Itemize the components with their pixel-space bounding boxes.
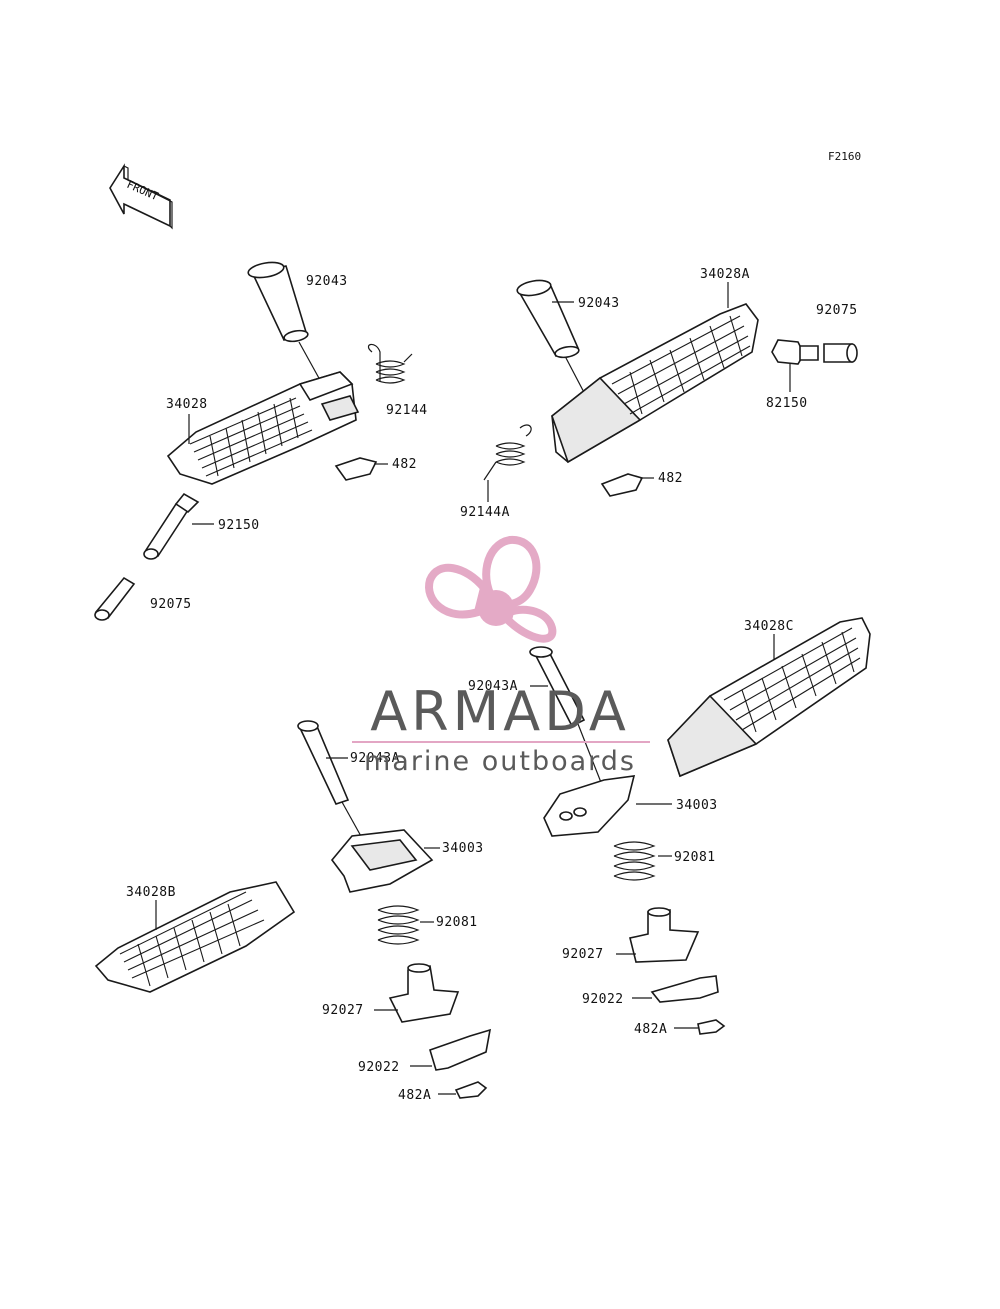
spring-92144a bbox=[483, 424, 532, 502]
pin-92043a-right bbox=[529, 646, 586, 728]
footpeg-34028a bbox=[551, 282, 759, 464]
label-92043a-right: 92043A bbox=[468, 679, 518, 694]
front-arrow-icon: FRONT bbox=[109, 163, 173, 230]
armada-watermark: ARMADA marine outboards bbox=[352, 535, 650, 777]
watermark-tagline: marine outboards bbox=[364, 746, 636, 777]
pin-92043-left bbox=[247, 261, 309, 343]
bracket-34003-right bbox=[543, 775, 672, 837]
label-34028b: 34028B bbox=[126, 885, 176, 900]
plate-92022-left bbox=[410, 1028, 492, 1071]
label-92022-left: 92022 bbox=[358, 1060, 400, 1075]
clip-482a-right bbox=[674, 1019, 726, 1035]
figure-code: F2160 bbox=[828, 150, 861, 163]
bolt-82150 bbox=[771, 339, 819, 365]
label-92043-right: 92043 bbox=[578, 296, 620, 311]
spring-92081-right bbox=[613, 841, 672, 881]
label-34028a: 34028A bbox=[700, 267, 750, 282]
collar-92027-left bbox=[374, 963, 460, 1023]
label-92075-left: 92075 bbox=[150, 597, 192, 612]
label-34028: 34028 bbox=[166, 397, 208, 412]
bolt-92150-left bbox=[143, 492, 200, 560]
cap-92075-right bbox=[823, 343, 858, 363]
pin-92043a-left bbox=[297, 720, 350, 805]
spring-92144 bbox=[367, 343, 413, 384]
label-482-right: 482 bbox=[658, 471, 683, 486]
label-92043a-left: 92043A bbox=[350, 751, 400, 766]
label-34028c: 34028C bbox=[744, 619, 794, 634]
label-482a-left: 482A bbox=[398, 1088, 431, 1103]
label-92081-right: 92081 bbox=[674, 850, 716, 865]
watermark-brand: ARMADA bbox=[370, 680, 630, 743]
label-92027-left: 92027 bbox=[322, 1003, 364, 1018]
label-92022-right: 92022 bbox=[582, 992, 624, 1007]
clip-482-right bbox=[600, 473, 644, 497]
label-482-left: 482 bbox=[392, 457, 417, 472]
label-92150: 92150 bbox=[218, 518, 260, 533]
label-92144: 92144 bbox=[386, 403, 428, 418]
label-92075-right: 92075 bbox=[816, 303, 858, 318]
bracket-34003-left bbox=[330, 829, 440, 893]
label-82150: 82150 bbox=[766, 396, 808, 411]
clip-482a-left bbox=[438, 1081, 488, 1099]
spring-92081-left bbox=[377, 905, 434, 945]
cap-92075-left bbox=[94, 576, 136, 621]
pin-92043-right bbox=[516, 279, 580, 359]
label-482a-right: 482A bbox=[634, 1022, 667, 1037]
propeller-logo-icon bbox=[425, 535, 557, 643]
label-92081-left: 92081 bbox=[436, 915, 478, 930]
footpeg-34028b bbox=[94, 881, 296, 993]
label-92144a: 92144A bbox=[460, 505, 510, 520]
plate-92022-right bbox=[632, 975, 719, 1003]
label-34003-right: 34003 bbox=[676, 798, 718, 813]
footpeg-34028 bbox=[166, 371, 360, 485]
label-92043-left: 92043 bbox=[306, 274, 348, 289]
label-92027-right: 92027 bbox=[562, 947, 604, 962]
footpeg-34028c bbox=[667, 617, 871, 778]
label-34003-left: 34003 bbox=[442, 841, 484, 856]
clip-482-left bbox=[334, 457, 378, 481]
collar-92027-right bbox=[616, 907, 700, 963]
